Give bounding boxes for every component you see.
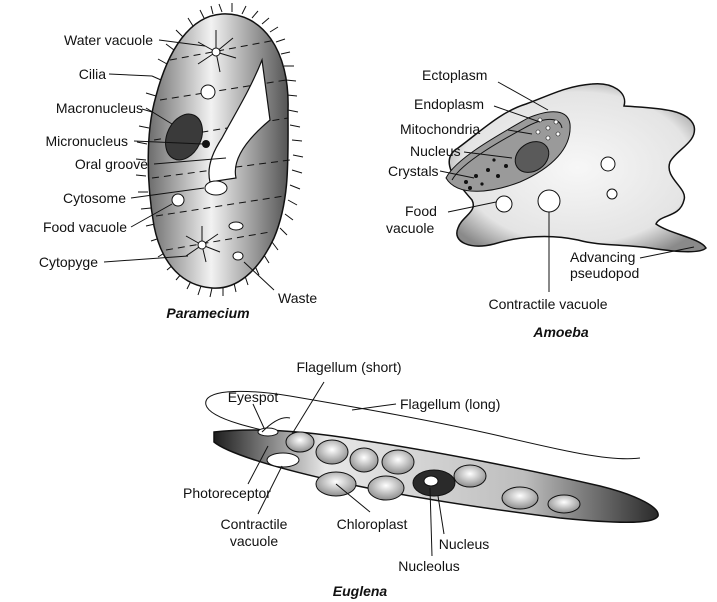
micronucleus — [202, 140, 210, 148]
euglena-contractile-vacuole — [266, 452, 300, 468]
amoeba-leaders — [439, 81, 695, 292]
caption-paramecium: Paramecium — [166, 305, 249, 321]
caption-euglena: Euglena — [333, 583, 388, 599]
label-advancing-2: pseudopod — [570, 265, 639, 281]
label-chloroplast: Chloroplast — [337, 516, 408, 532]
label-mitochondria: Mitochondria — [400, 121, 480, 137]
label-cytosome: Cytosome — [63, 190, 126, 206]
food-vacuoles — [171, 84, 244, 261]
amoeba-labels: Ectoplasm Endoplasm Mitochondria Nucleus… — [386, 67, 639, 340]
water-vacuole-bottom — [185, 226, 221, 263]
amoeba-nucleus — [514, 141, 550, 173]
euglena-labels: Flagellum (short) Flagellum (long) Eyesp… — [183, 359, 500, 599]
amoeba-food-vacuoles — [495, 156, 618, 213]
label-ectoplasm: Ectoplasm — [422, 67, 487, 83]
amoeba-mitochondria — [535, 117, 561, 141]
paramecium-leaders — [103, 39, 275, 291]
euglena-illustration — [205, 390, 659, 524]
eyespot — [257, 427, 279, 437]
oral-groove — [208, 57, 271, 183]
paramecium-illustration — [135, 3, 304, 298]
label-food-vacuole-paramecium: Food vacuole — [43, 219, 127, 235]
amoeba-contractile-vacuole — [537, 189, 561, 213]
label-macronucleus: Macronucleus — [56, 100, 143, 116]
cytosome-vacuole — [204, 180, 228, 196]
label-waste: Waste — [278, 290, 317, 306]
label-water-vacuole: Water vacuole — [64, 32, 153, 48]
water-vacuole-top — [197, 30, 237, 73]
label-food-vacuole-amoeba-2: vacuole — [386, 220, 434, 236]
label-endoplasm: Endoplasm — [414, 96, 484, 112]
flagellum-long — [205, 390, 641, 460]
label-food-vacuole-amoeba-1: Food — [405, 203, 437, 219]
amoeba-illustration — [445, 83, 707, 253]
label-oral-groove: Oral groove — [75, 156, 148, 172]
label-nucleolus: Nucleolus — [398, 558, 459, 574]
label-photoreceptor: Photoreceptor — [183, 485, 271, 501]
euglena-nucleolus — [423, 475, 439, 487]
label-flagellum-short: Flagellum (short) — [296, 359, 401, 375]
amoeba-crystals — [464, 158, 508, 190]
label-contractile-vacuole-amoeba: Contractile vacuole — [488, 296, 607, 312]
label-cilia: Cilia — [79, 66, 106, 82]
label-cytopyge: Cytopyge — [39, 254, 98, 270]
flagellum-short — [261, 417, 291, 433]
label-contractile-1: Contractile — [221, 516, 288, 532]
label-flagellum-long: Flagellum (long) — [400, 396, 500, 412]
paramecium-striations — [151, 39, 291, 251]
paramecium-cilia — [135, 3, 304, 298]
label-contractile-2: vacuole — [230, 533, 278, 549]
euglena-leaders — [247, 381, 445, 557]
caption-amoeba: Amoeba — [532, 324, 588, 340]
label-nucleus-amoeba: Nucleus — [410, 143, 461, 159]
label-crystals: Crystals — [388, 163, 439, 179]
label-eyespot: Eyespot — [228, 389, 279, 405]
label-micronucleus: Micronucleus — [46, 133, 128, 149]
label-nucleus-euglena: Nucleus — [439, 536, 490, 552]
chloroplasts — [285, 431, 581, 514]
paramecium-labels: Water vacuole Cilia Macronucleus Micronu… — [39, 32, 318, 321]
label-advancing-1: Advancing — [570, 249, 635, 265]
